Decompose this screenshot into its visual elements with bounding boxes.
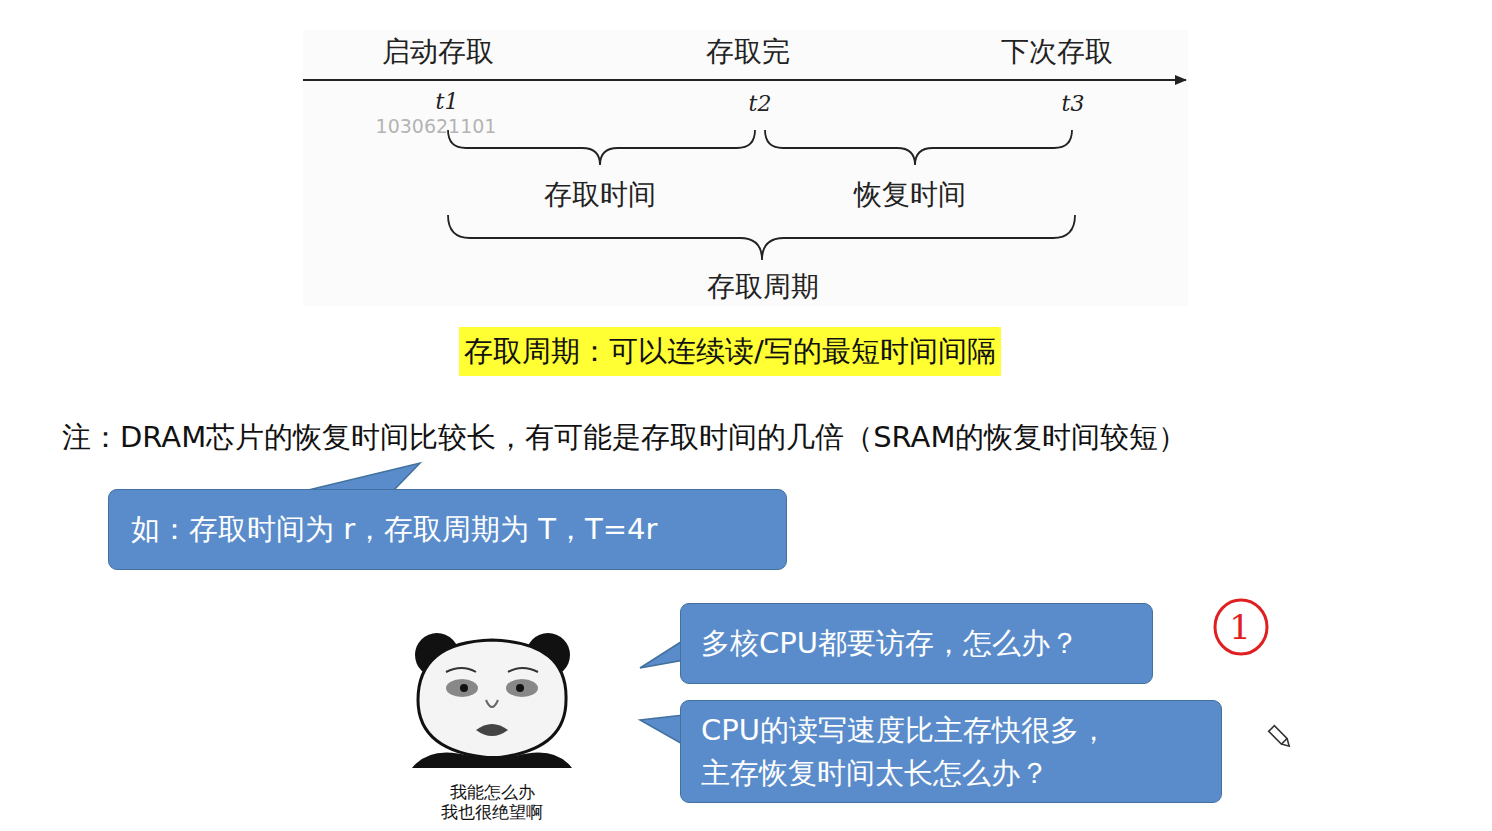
span-label: 存取时间	[544, 178, 656, 212]
time-mark: t1	[436, 89, 459, 115]
note-text: 注：DRAM芯片的恢复时间比较长，有可能是存取时间的几倍（SRAM的恢复时间较短…	[62, 420, 1187, 455]
ink-circle	[1215, 600, 1267, 654]
span-label: 恢复时间	[854, 178, 966, 212]
speech-bubble: CPU的读写速度比主存快很多， 主存恢复时间太长怎么办？	[680, 700, 1222, 803]
node-text: CPU的读写速度比主存快很多， 主存恢复时间太长怎么办？	[701, 709, 1201, 793]
event-label: 下次存取	[1001, 35, 1113, 69]
braces	[448, 130, 1075, 260]
speech-bubble: 多核CPU都要访存，怎么办？	[680, 603, 1153, 684]
meme-caption: 我能怎么办 我也很绝望啊	[427, 782, 557, 823]
event-label: 存取完	[706, 35, 790, 69]
event-label: 启动存取	[382, 35, 494, 69]
panda-face	[400, 612, 590, 772]
node-text: 如：存取时间为 r，存取周期为 T，T=4r	[131, 508, 764, 550]
node-text: 多核CPU都要访存，怎么办？	[701, 622, 1132, 664]
highlight-band: 存取周期：可以连续读/写的最短时间间隔	[459, 327, 1001, 376]
bubble-tail	[640, 715, 684, 745]
recovery-time-brace	[765, 130, 1072, 165]
ink-number: 1	[1229, 607, 1251, 648]
callout-tail	[300, 463, 420, 492]
cycle-brace	[448, 215, 1075, 260]
pencil-icon	[1269, 726, 1292, 749]
time-mark: t2	[749, 91, 772, 117]
time-axis	[303, 79, 1186, 81]
time-mark: t3	[1062, 91, 1085, 117]
figure-ground	[303, 30, 1188, 306]
bubble-tail	[640, 640, 684, 668]
watermark: 1030621101	[376, 115, 497, 138]
node-text: 存取周期：可以连续读/写的最短时间间隔	[464, 330, 996, 372]
callout-box: 如：存取时间为 r，存取周期为 T，T=4r	[108, 489, 787, 570]
span-label: 存取周期	[707, 270, 819, 304]
